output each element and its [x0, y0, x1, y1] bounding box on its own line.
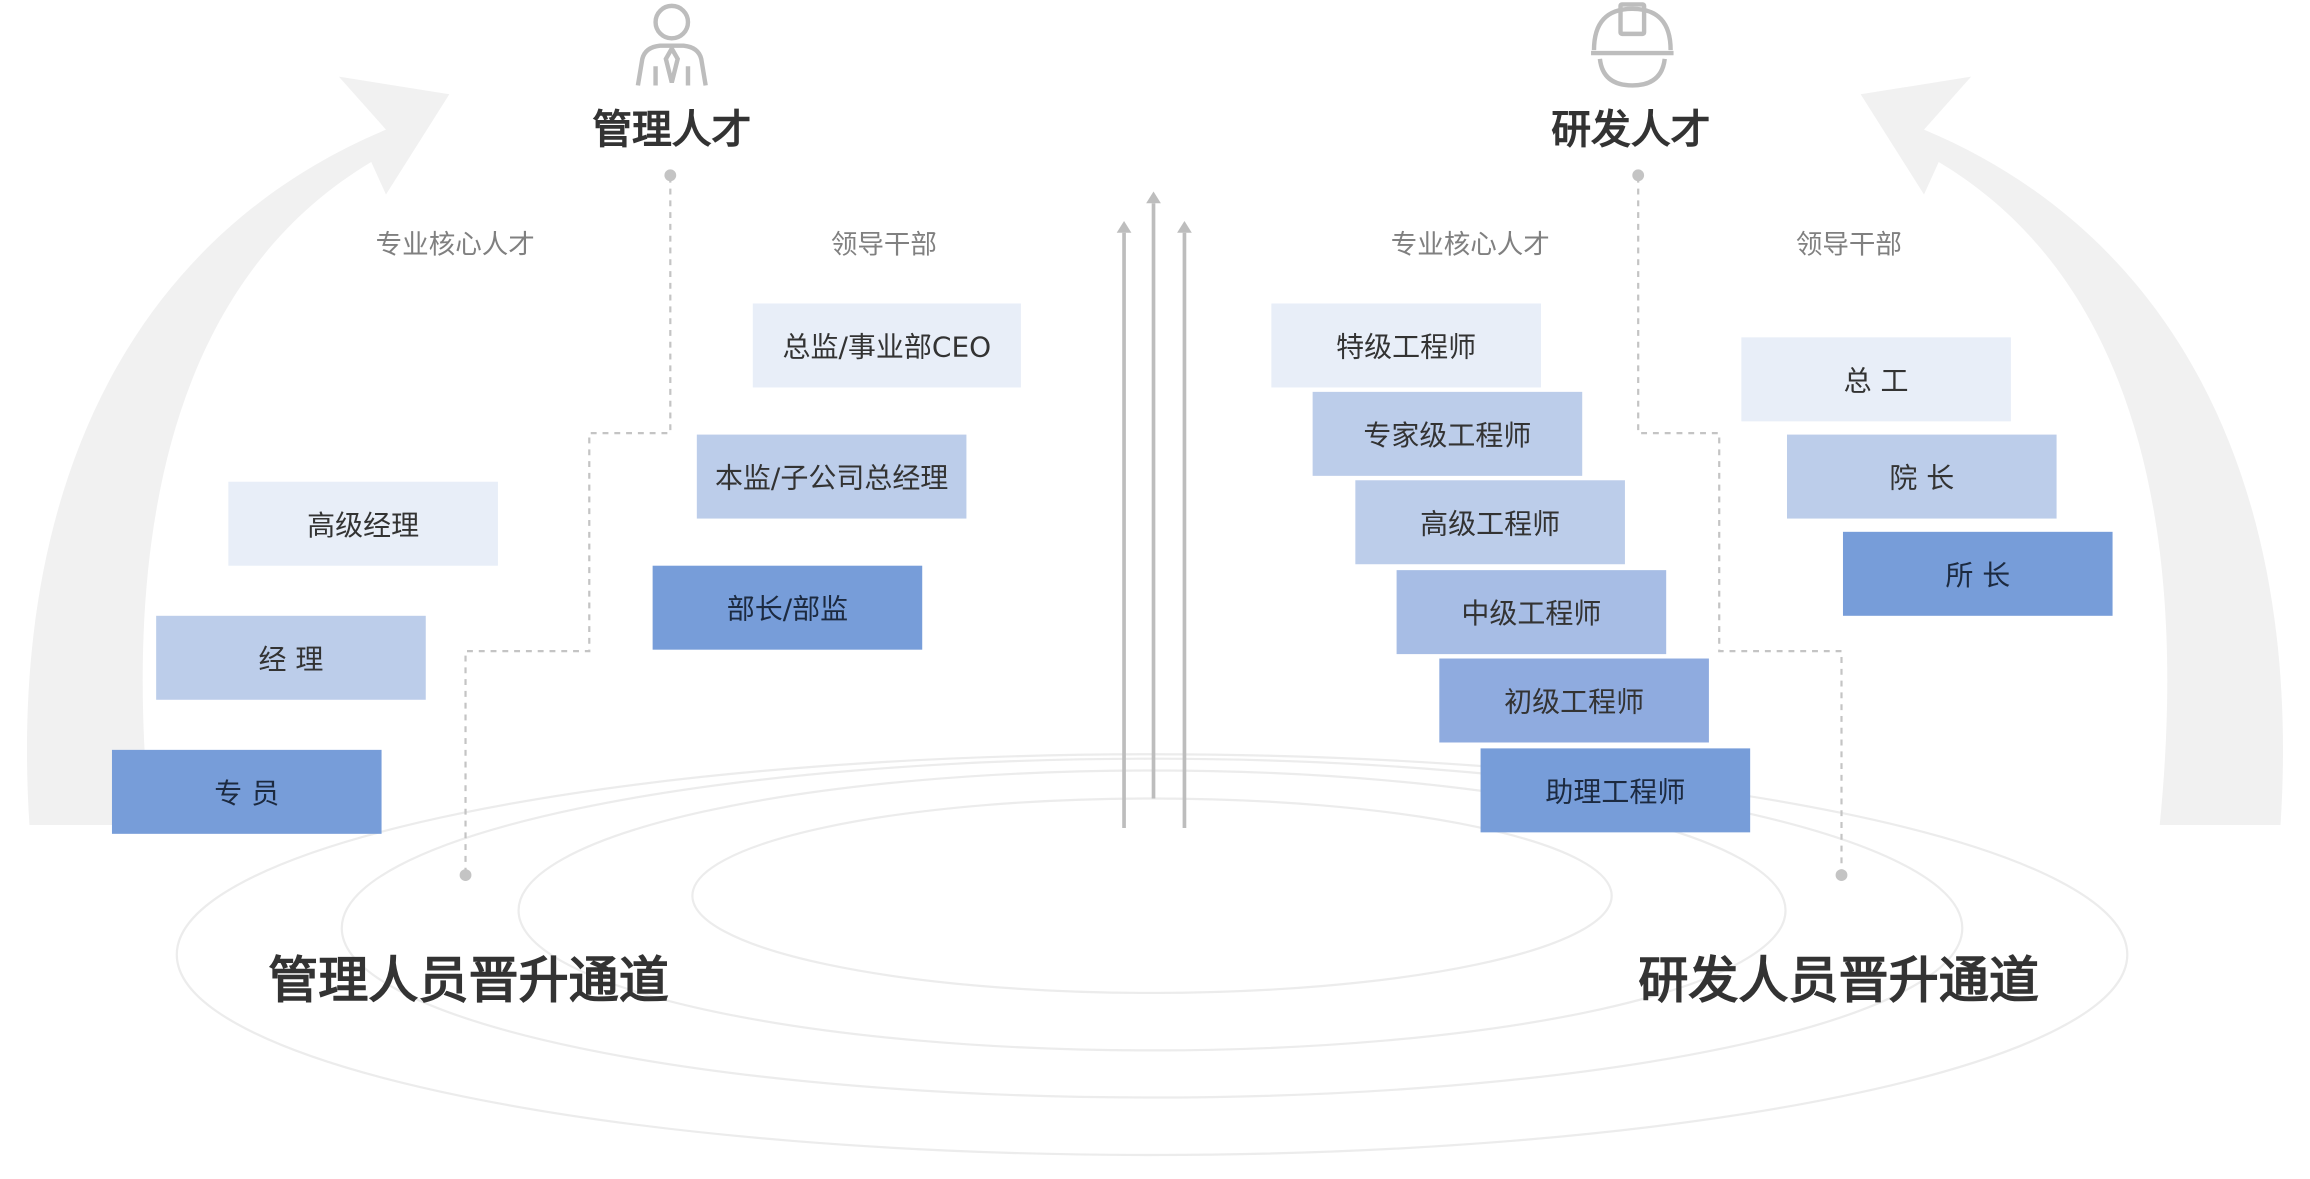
level-box: 部长/部监 [652, 565, 923, 650]
level-box: 特级工程师 [1271, 303, 1541, 388]
management-channel-title: 管理人员晋升通道 [268, 951, 669, 1011]
center-arrows [1116, 191, 1192, 828]
person-with-tie-icon [635, 3, 708, 86]
management-divider [464, 176, 672, 876]
rnd-channel-title: 研发人员晋升通道 [1638, 951, 2039, 1011]
management-category-leadership: 领导干部 [830, 229, 937, 261]
divider-dot [1835, 869, 1848, 881]
rnd-category-leadership: 领导干部 [1795, 229, 1902, 261]
level-box: 初级工程师 [1439, 658, 1709, 743]
divider-dot [1632, 169, 1645, 182]
level-box: 总 工 [1741, 337, 2011, 422]
level-box: 所 长 [1842, 531, 2113, 616]
rnd-divider [1637, 176, 1843, 876]
level-box: 总监/事业部CEO [752, 303, 1021, 388]
level-box: 本监/子公司总经理 [696, 434, 967, 519]
management-category-professional: 专业核心人才 [375, 229, 535, 261]
level-box: 助理工程师 [1480, 748, 1751, 833]
divider-dot [664, 169, 677, 182]
level-box: 中级工程师 [1396, 570, 1667, 655]
level-box: 经 理 [156, 615, 426, 700]
hard-hat-icon [1591, 2, 1674, 88]
level-box: 高级工程师 [1355, 480, 1625, 565]
divider-dot [459, 869, 472, 881]
level-box: 高级经理 [228, 481, 498, 566]
right-sweep-arrow [1860, 76, 2284, 825]
left-sweep-arrow [26, 76, 450, 825]
rnd-heading: 研发人才 [1551, 107, 1711, 154]
management-heading: 管理人才 [592, 107, 752, 154]
level-box: 专家级工程师 [1312, 391, 1583, 476]
level-box: 院 长 [1786, 434, 2057, 519]
rnd-category-professional: 专业核心人才 [1390, 229, 1550, 261]
level-box: 专 员 [111, 749, 382, 834]
